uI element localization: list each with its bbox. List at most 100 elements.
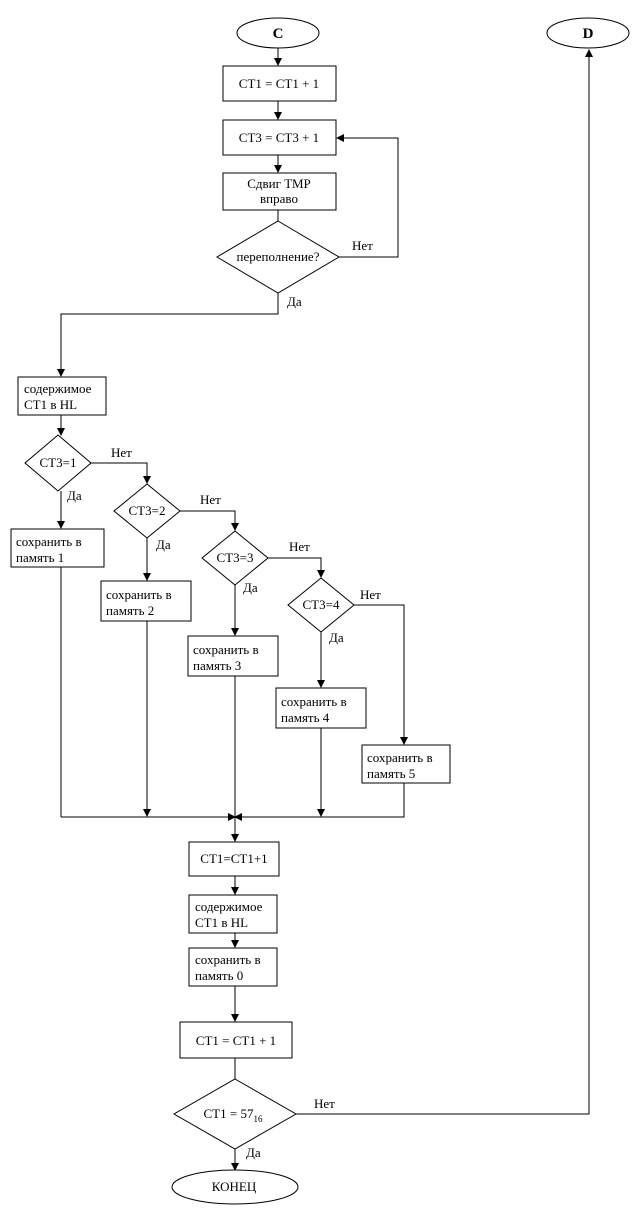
arrow-down <box>231 834 239 842</box>
decision-ct3-equals-4: СТ3=4 <box>287 577 355 633</box>
loop-back-line <box>339 137 399 258</box>
connector-d-label: D <box>583 26 594 42</box>
process-save-memory-4: сохранить в память 4 <box>275 687 367 729</box>
connector-c: C <box>236 17 320 49</box>
label-yes: Да <box>67 488 82 503</box>
arrow-down <box>317 680 325 688</box>
decision-ct3-equals-3: СТ3=3 <box>201 530 269 586</box>
arrow-down <box>57 369 65 377</box>
label-yes: Да <box>156 537 171 552</box>
arrow-down <box>231 1163 239 1171</box>
arrow-down <box>231 523 239 531</box>
arrow-left <box>234 813 242 821</box>
label-yes: Да <box>287 294 302 309</box>
decision-text-main: СТ1 = 57 <box>204 1106 254 1121</box>
process-save-memory-2: сохранить в память 2 <box>100 580 192 622</box>
process-save-memory-0: сохранить в память 0 <box>188 947 278 987</box>
arrow-down <box>274 112 282 120</box>
process-text-line2: память 3 <box>193 658 241 673</box>
decision-text: переполнение? <box>237 249 320 264</box>
flow-line <box>268 557 322 571</box>
arrow-up <box>585 49 593 57</box>
decision-overflow: переполнение? <box>216 220 340 294</box>
process-text: СТ1=СТ1+1 <box>200 851 267 866</box>
arrow-down <box>143 809 151 817</box>
arrow-left <box>336 134 344 142</box>
process-text-line1: Сдвиг ТМР <box>247 176 311 191</box>
label-no: Нет <box>111 445 132 460</box>
decision-text-subscript: 16 <box>253 1114 263 1124</box>
decision-text: СТ3=3 <box>217 550 254 565</box>
process-shift-tmp: Сдвиг ТМР вправо <box>222 172 337 211</box>
process-text: СТ3 = СТ3 + 1 <box>239 130 319 145</box>
process-text-line1: сохранить в <box>16 534 82 549</box>
label-yes: Да <box>243 580 258 595</box>
flow-line <box>91 462 148 477</box>
decision-text: СТ1 = 5716 <box>204 1106 263 1124</box>
merge-line <box>61 783 405 818</box>
arrow-down <box>57 428 65 436</box>
process-text: СТ1 = СТ1 + 1 <box>239 76 319 91</box>
flow-line <box>60 293 279 370</box>
process-ct3-increment: СТ3 = СТ3 + 1 <box>222 119 337 156</box>
process-text-line1: сохранить в <box>281 694 347 709</box>
arrow-down <box>57 521 65 529</box>
process-save-memory-3: сохранить в память 3 <box>187 635 279 677</box>
arrow-down <box>231 1014 239 1022</box>
process-text-line2: память 5 <box>367 766 415 781</box>
process-text-line2: вправо <box>260 191 298 206</box>
process-text-line1: сохранить в <box>367 750 433 765</box>
process-hl-content-1: содержимое СТ1 в HL <box>17 376 107 416</box>
arrow-down <box>400 737 408 745</box>
process-ct1-increment-top: СТ1 = СТ1 + 1 <box>222 65 337 102</box>
process-text: СТ1 = СТ1 + 1 <box>196 1033 276 1048</box>
flow-line <box>354 604 405 738</box>
label-no: Нет <box>289 539 310 554</box>
decision-text: СТ3=2 <box>129 503 166 518</box>
process-hl-content-2: содержимое СТ1 в HL <box>188 894 278 934</box>
process-text-line1: содержимое <box>195 899 263 914</box>
decision-ct3-equals-1: СТ3=1 <box>24 434 92 492</box>
arrow-down <box>274 165 282 173</box>
label-yes: Да <box>329 630 344 645</box>
decision-ct3-equals-2: СТ3=2 <box>113 483 181 539</box>
label-no: Нет <box>360 587 381 602</box>
process-text-line1: содержимое <box>24 381 92 396</box>
process-save-memory-5: сохранить в память 5 <box>361 744 451 784</box>
arrow-down <box>143 573 151 581</box>
flow-line-to-d <box>296 56 590 1115</box>
process-ct1-increment-bottom: СТ1 = СТ1 + 1 <box>179 1021 293 1059</box>
process-text-line2: память 4 <box>281 710 330 725</box>
decision-text: СТ3=4 <box>303 597 340 612</box>
process-text-line2: СТ1 в HL <box>195 915 248 930</box>
process-save-memory-1: сохранить в память 1 <box>10 528 105 568</box>
arrow-down <box>274 58 282 66</box>
arrow-down <box>317 570 325 578</box>
process-text-line1: сохранить в <box>106 587 172 602</box>
connector-d: D <box>546 17 630 49</box>
label-yes: Да <box>246 1145 261 1160</box>
arrow-down <box>231 628 239 636</box>
process-text-line2: память 2 <box>106 603 154 618</box>
arrow-down <box>317 809 325 817</box>
terminator-text: КОНЕЦ <box>212 1179 257 1194</box>
decision-text: СТ3=1 <box>40 455 77 470</box>
connector-c-label: C <box>273 26 284 42</box>
process-text-line1: сохранить в <box>193 642 259 657</box>
label-no: Нет <box>314 1096 335 1111</box>
process-text-line2: память 0 <box>195 968 243 983</box>
arrow-right <box>228 813 236 821</box>
decision-ct1-equals-57-hex: СТ1 = 5716 <box>172 1078 298 1150</box>
process-text-line2: СТ1 в HL <box>24 397 77 412</box>
terminator-end: КОНЕЦ <box>171 1169 299 1205</box>
flow-line <box>180 510 236 524</box>
arrow-down <box>143 476 151 484</box>
label-no: Нет <box>200 492 221 507</box>
process-text-line1: сохранить в <box>195 952 261 967</box>
label-no: Нет <box>352 238 373 253</box>
process-text-line2: память 1 <box>16 550 64 565</box>
process-ct1-increment-middle: СТ1=СТ1+1 <box>188 841 280 877</box>
arrow-down <box>231 887 239 895</box>
